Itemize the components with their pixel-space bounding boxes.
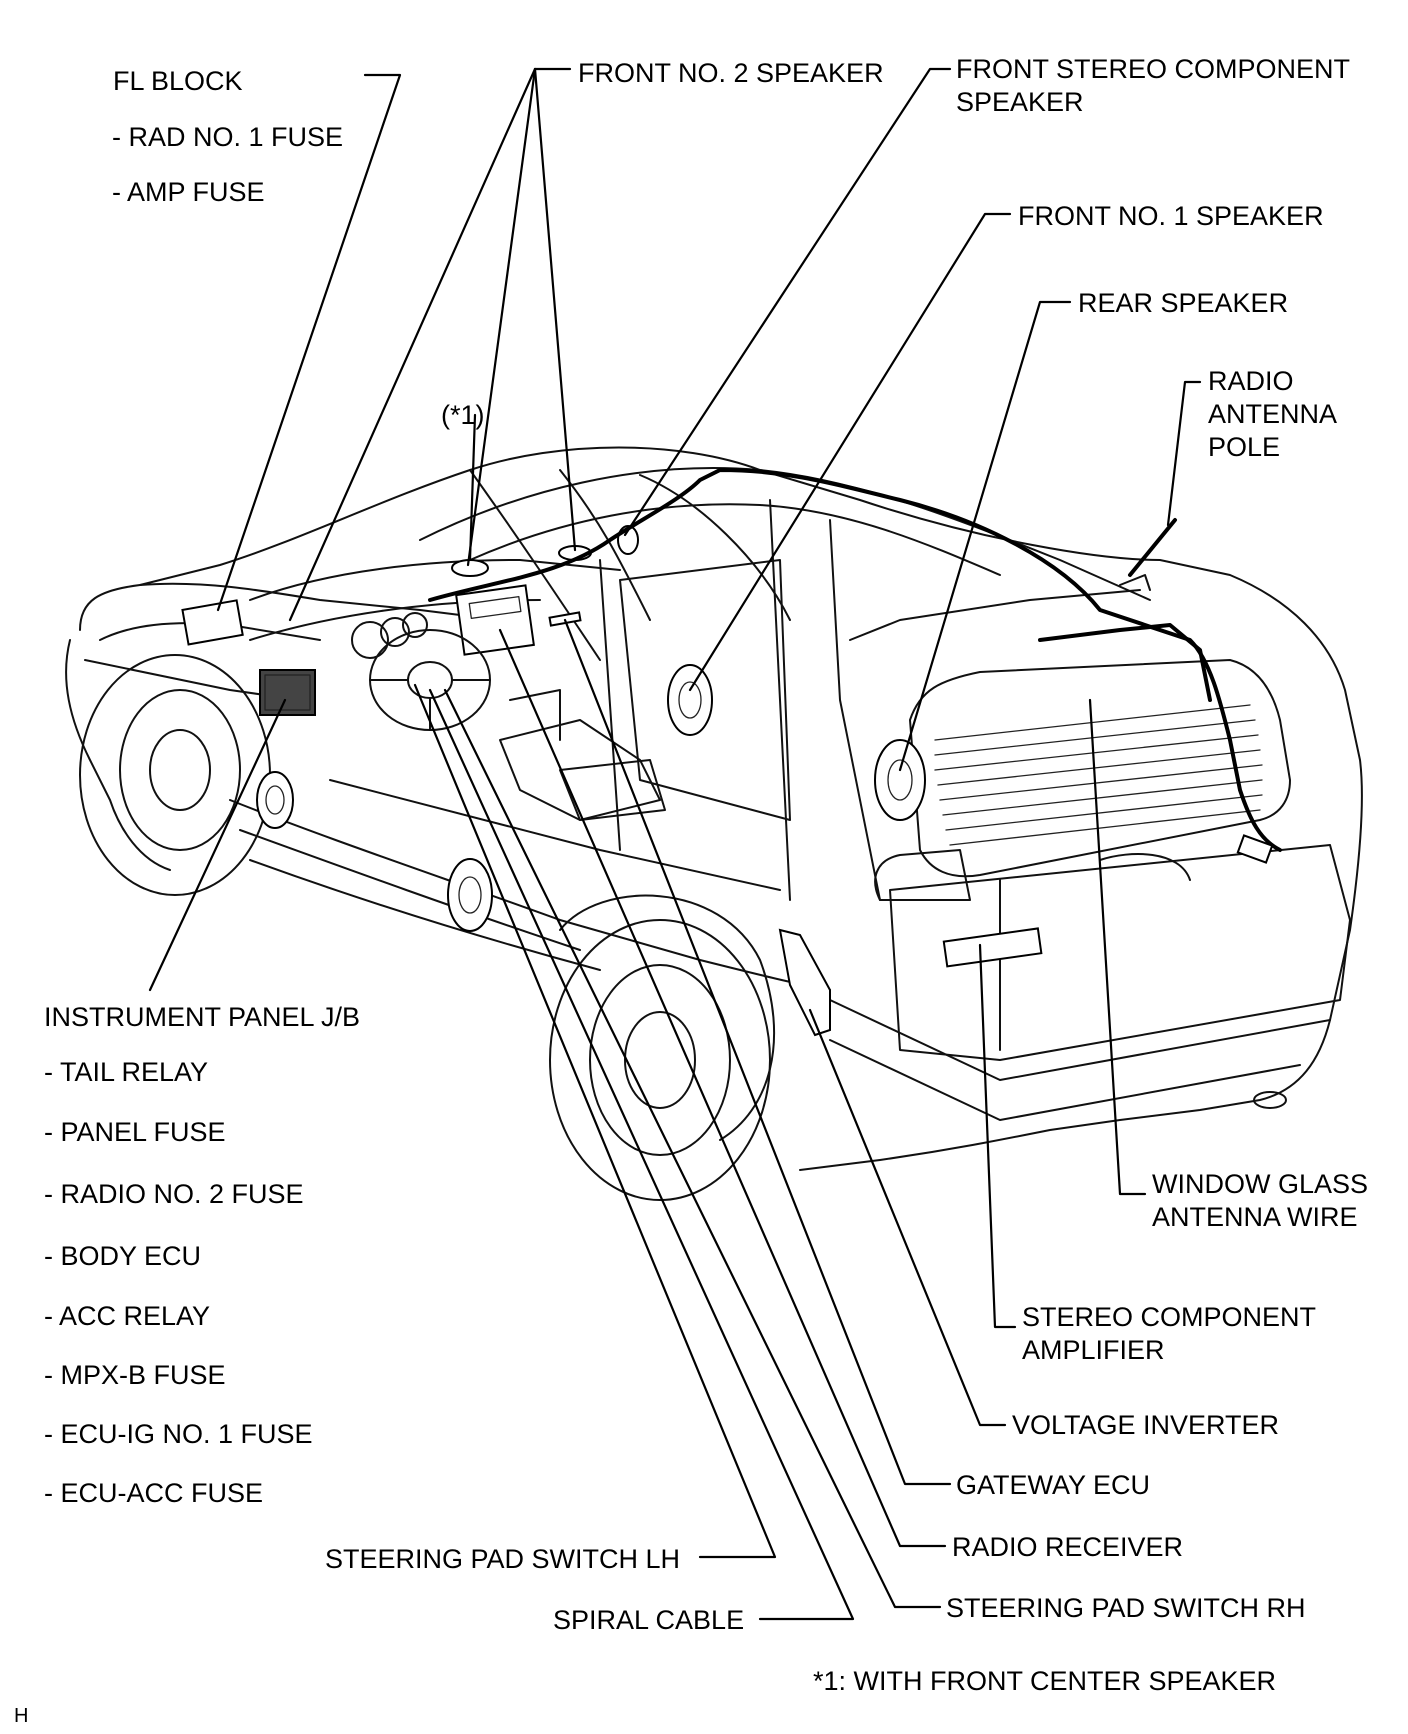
front-no1-speaker-right xyxy=(667,664,713,736)
stereo-component-amplifier-unit xyxy=(942,927,1043,968)
fl-block-unit xyxy=(181,599,244,646)
label-front-center-marker: (*1) xyxy=(441,400,485,430)
label-ipjb-item: - ECU-ACC FUSE xyxy=(44,1478,263,1508)
label-ipjb-item: - MPX-B FUSE xyxy=(44,1360,226,1390)
label-steering-pad-switch-lh: STEERING PAD SWITCH LH xyxy=(325,1544,680,1574)
steering-wheel xyxy=(369,629,491,731)
label-spiral-cable: SPIRAL CABLE xyxy=(553,1605,744,1635)
radio-receiver-unit xyxy=(455,584,535,656)
label-gateway-ecu: GATEWAY ECU xyxy=(956,1470,1150,1500)
label-ipjb-item: - PANEL FUSE xyxy=(44,1117,226,1147)
rear-speaker-unit xyxy=(874,739,926,821)
front-no1-speaker-left xyxy=(256,771,294,829)
label-ipjb-item: - ECU-IG NO. 1 FUSE xyxy=(44,1419,313,1449)
figure-code: H xyxy=(14,1705,28,1727)
antenna-cable xyxy=(428,468,1282,852)
label-rear-speaker: REAR SPEAKER xyxy=(1078,288,1288,318)
label-ipjb-item: - BODY ECU xyxy=(44,1241,201,1271)
label-voltage-inverter: VOLTAGE INVERTER xyxy=(1012,1410,1279,1440)
radio-antenna-pole-unit xyxy=(1128,518,1177,577)
front-no2-speaker-left-unit xyxy=(451,559,489,577)
label-steering-pad-switch-rh: STEERING PAD SWITCH RH xyxy=(946,1593,1306,1623)
label-radio-antenna-pole-line3: POLE xyxy=(1208,432,1280,462)
label-instrument-panel-jb: INSTRUMENT PANEL J/B xyxy=(44,1002,360,1032)
instrument-panel-jb-unit xyxy=(259,669,316,716)
label-window-glass-antenna-wire-line1: WINDOW GLASS xyxy=(1152,1169,1368,1199)
leader-lines xyxy=(148,67,1202,1621)
labels: FL BLOCK - RAD NO. 1 FUSE - AMP FUSE FRO… xyxy=(14,54,1368,1727)
footnote: *1: WITH FRONT CENTER SPEAKER xyxy=(813,1666,1276,1696)
label-stereo-component-amplifier-line1: STEREO COMPONENT xyxy=(1022,1302,1316,1332)
label-ipjb-item: - ACC RELAY xyxy=(44,1301,210,1331)
label-radio-antenna-pole-line1: RADIO xyxy=(1208,366,1294,396)
label-fl-block: FL BLOCK xyxy=(113,66,243,96)
label-amp-fuse: - AMP FUSE xyxy=(112,177,265,207)
label-front-stereo-component-speaker-line2: SPEAKER xyxy=(956,87,1084,117)
label-front-stereo-component-speaker-line1: FRONT STEREO COMPONENT xyxy=(956,54,1350,84)
label-front-no2-speaker: FRONT NO. 2 SPEAKER xyxy=(578,58,884,88)
rear-wheel xyxy=(549,894,776,1201)
label-front-no1-speaker: FRONT NO. 1 SPEAKER xyxy=(1018,201,1324,231)
vehicle-illustration xyxy=(65,446,1363,1201)
label-radio-antenna-pole-line2: ANTENNA xyxy=(1208,399,1337,429)
label-radio-receiver: RADIO RECEIVER xyxy=(952,1532,1183,1562)
label-window-glass-antenna-wire-line2: ANTENNA WIRE xyxy=(1152,1202,1358,1232)
label-ipjb-item: - TAIL RELAY xyxy=(44,1057,208,1087)
voltage-inverter-unit xyxy=(778,928,831,1037)
label-stereo-component-amplifier-line2: AMPLIFIER xyxy=(1022,1335,1165,1365)
label-ipjb-item: - RADIO NO. 2 FUSE xyxy=(44,1179,304,1209)
rear-door-speaker-unit xyxy=(447,858,493,932)
label-rad-no1-fuse: - RAD NO. 1 FUSE xyxy=(112,122,343,152)
